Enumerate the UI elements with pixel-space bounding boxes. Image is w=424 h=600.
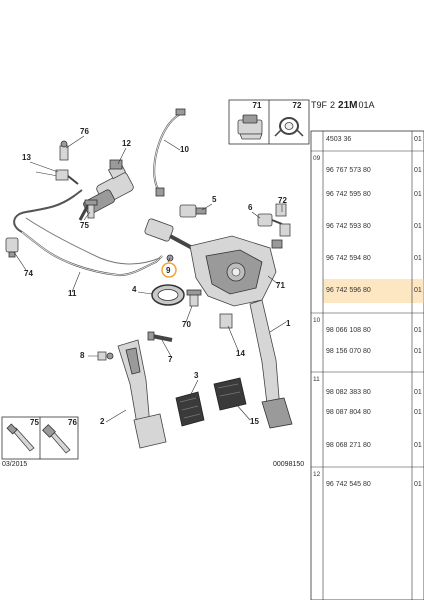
callout-9-ring	[161, 262, 177, 278]
clutch-pipe-11[interactable]	[13, 189, 163, 277]
header-prefix: T9F	[311, 100, 328, 110]
part-number-cell[interactable]: 98 087 804 80	[326, 409, 371, 416]
table-row-highlight	[323, 279, 424, 303]
clutch-hose-10[interactable]	[153, 108, 186, 197]
part-number-cell[interactable]: 96 742 596 80	[326, 287, 371, 294]
pedal-pad-3[interactable]	[175, 391, 205, 427]
bolt-8-icon[interactable]	[97, 351, 114, 361]
callout-7: 7	[168, 355, 173, 364]
pin-7-icon[interactable]	[147, 331, 173, 342]
callout-2: 2	[100, 417, 105, 426]
table-group-10: 10	[313, 317, 321, 324]
parts-table: 4503 36 01 09 96 767 573 80 01 96 742 595 80 0…	[310, 130, 424, 600]
pedal-pad-15[interactable]	[213, 377, 247, 411]
sensor-5[interactable]	[179, 204, 207, 218]
pedal-bracket[interactable]	[189, 235, 277, 307]
switch-6[interactable]	[257, 213, 283, 227]
callout-74: 74	[24, 269, 33, 278]
quantity-cell: 01	[414, 167, 422, 174]
actuator-9[interactable]	[144, 218, 197, 262]
callout-10: 10	[180, 145, 189, 154]
thumb-71-label: 71	[253, 101, 262, 110]
callout-8: 8	[80, 351, 85, 360]
callout-1: 1	[286, 319, 291, 328]
part-number-cell[interactable]: 96 742 545 80	[326, 481, 371, 488]
callout-3: 3	[194, 371, 199, 380]
quantity-cell: 01	[414, 442, 422, 449]
part-number-cell[interactable]: 98 068 271 80	[326, 442, 371, 449]
bolt-75-icon[interactable]	[84, 199, 98, 219]
table-group-12: 12	[313, 471, 321, 478]
thumbnail-panel: 71 72	[228, 99, 310, 145]
part-number-cell[interactable]: 98 066 108 80	[326, 327, 371, 334]
callout-72: 72	[278, 196, 287, 205]
callout-12: 12	[122, 139, 131, 148]
quantity-cell: 01	[414, 287, 422, 294]
inset-75-label: 75	[30, 418, 39, 427]
exploded-view	[5, 108, 293, 449]
bolt-70-icon[interactable]	[186, 289, 202, 307]
callout-9: 9	[166, 266, 171, 275]
header-suffix: 01A	[358, 100, 374, 110]
footer-date: 03/2015	[2, 461, 27, 468]
callout-70: 70	[182, 320, 191, 329]
callout-76: 76	[80, 127, 89, 136]
callout-6: 6	[248, 203, 253, 212]
thumb-72-label: 72	[293, 101, 302, 110]
table-group-09: 09	[313, 155, 321, 162]
bolt-75-inset-icon[interactable]	[6, 423, 35, 452]
header-mid: 2	[330, 100, 335, 110]
seal-ring-4-icon[interactable]	[151, 284, 185, 306]
clip-76-icon[interactable]	[59, 140, 69, 161]
callout-14: 14	[236, 349, 245, 358]
callout-4: 4	[132, 285, 137, 294]
clips-72-right[interactable]	[271, 203, 291, 249]
pipe-clip-74-icon[interactable]	[5, 237, 19, 258]
part-number-cell[interactable]: 96 742 594 80	[326, 255, 371, 262]
part-number-cell[interactable]: 98 156 070 80	[326, 348, 371, 355]
callout-75: 75	[80, 221, 89, 230]
quantity-cell: 01	[414, 327, 422, 334]
part-number-cell[interactable]: 96 767 573 80	[326, 167, 371, 174]
footer-code: 00098150	[273, 461, 304, 468]
inset-76-label: 76	[68, 418, 77, 427]
quantity-cell: 01	[414, 389, 422, 396]
clutch-pedal-1[interactable]	[249, 299, 293, 429]
header-bold: 21M	[338, 100, 357, 111]
quantity-cell: 01	[414, 481, 422, 488]
brake-pedal-2[interactable]	[117, 339, 167, 449]
clip-71-icon[interactable]	[237, 114, 263, 140]
quantity-cell: 01	[414, 348, 422, 355]
table-group-11: 11	[313, 376, 320, 383]
table-top-qty: 01	[414, 136, 422, 143]
callout-13: 13	[22, 153, 31, 162]
inset-panel: 75 76	[1, 416, 79, 460]
quantity-cell: 01	[414, 409, 422, 416]
quantity-cell: 01	[414, 223, 422, 230]
bolt-76-inset-icon[interactable]	[42, 424, 71, 454]
callout-labels: 76 13 12 10 75 5 72 6 74 11 4 9 7 71 3 2…	[13, 127, 291, 426]
quantity-cell: 01	[414, 191, 422, 198]
quantity-cell: 01	[414, 255, 422, 262]
clip-72-icon[interactable]	[274, 117, 304, 137]
part-number-cell[interactable]: 98 082 383 80	[326, 389, 371, 396]
callout-71: 71	[276, 281, 285, 290]
connector-13[interactable]	[35, 169, 79, 185]
part-number-cell[interactable]: 96 742 593 80	[326, 223, 371, 230]
table-top-ref: 4503 36	[326, 136, 351, 143]
callout-5: 5	[212, 195, 217, 204]
callout-11: 11	[68, 289, 77, 298]
part-number-cell[interactable]: 96 742 595 80	[326, 191, 371, 198]
stop-14-icon[interactable]	[219, 313, 233, 329]
callout-15: 15	[250, 417, 259, 426]
